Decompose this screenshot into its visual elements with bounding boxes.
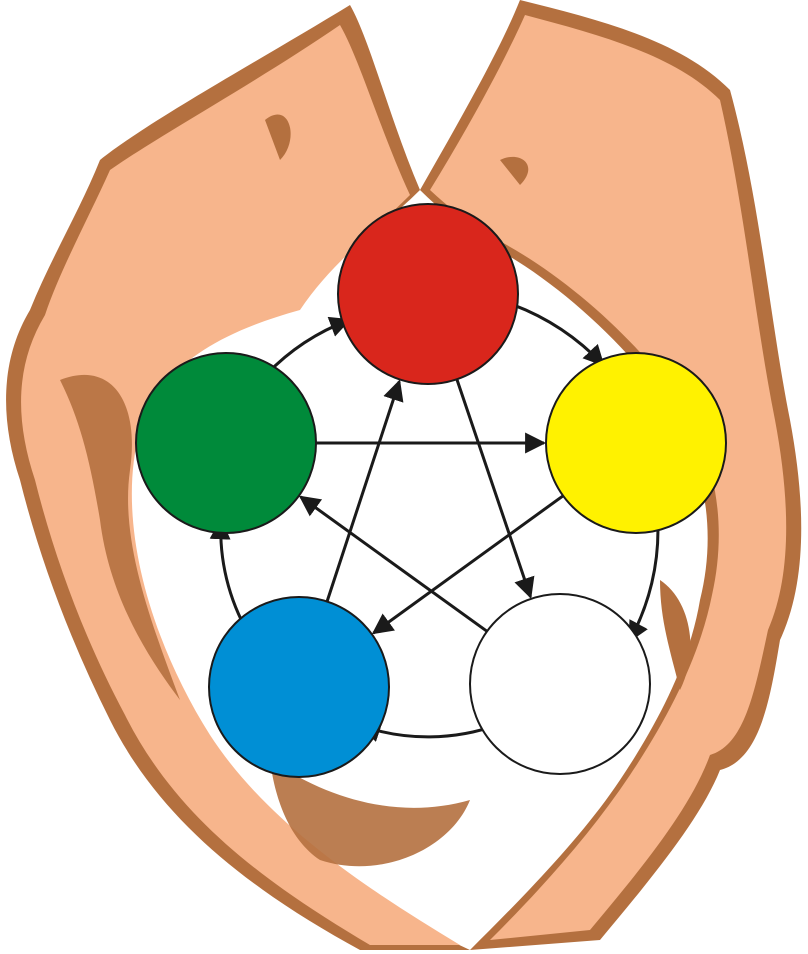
white-circle bbox=[469, 593, 651, 775]
blue-circle bbox=[208, 596, 390, 778]
star-arrow-red-to-white bbox=[455, 378, 535, 599]
palm-crease bbox=[60, 374, 180, 700]
cycle-arrow-green-to-red bbox=[265, 316, 351, 376]
left-hand bbox=[21, 25, 461, 945]
red-circle bbox=[337, 203, 519, 385]
cycle-arrow-red-to-yellow bbox=[512, 303, 605, 367]
right-hand bbox=[430, 15, 787, 940]
green-circle bbox=[135, 352, 317, 534]
element-circles bbox=[135, 203, 727, 778]
yellow-circle bbox=[545, 352, 727, 534]
cycle-arrow-white-to-blue bbox=[359, 722, 500, 742]
star-arrow-blue-to-red bbox=[325, 379, 404, 602]
star-arrow-yellow-to-blue bbox=[371, 494, 564, 635]
cycle-arrow-yellow-to-white bbox=[628, 521, 660, 643]
star-arrow-white-to-green bbox=[298, 495, 488, 633]
arrow-layer bbox=[209, 303, 660, 742]
palm-crease bbox=[270, 760, 470, 867]
